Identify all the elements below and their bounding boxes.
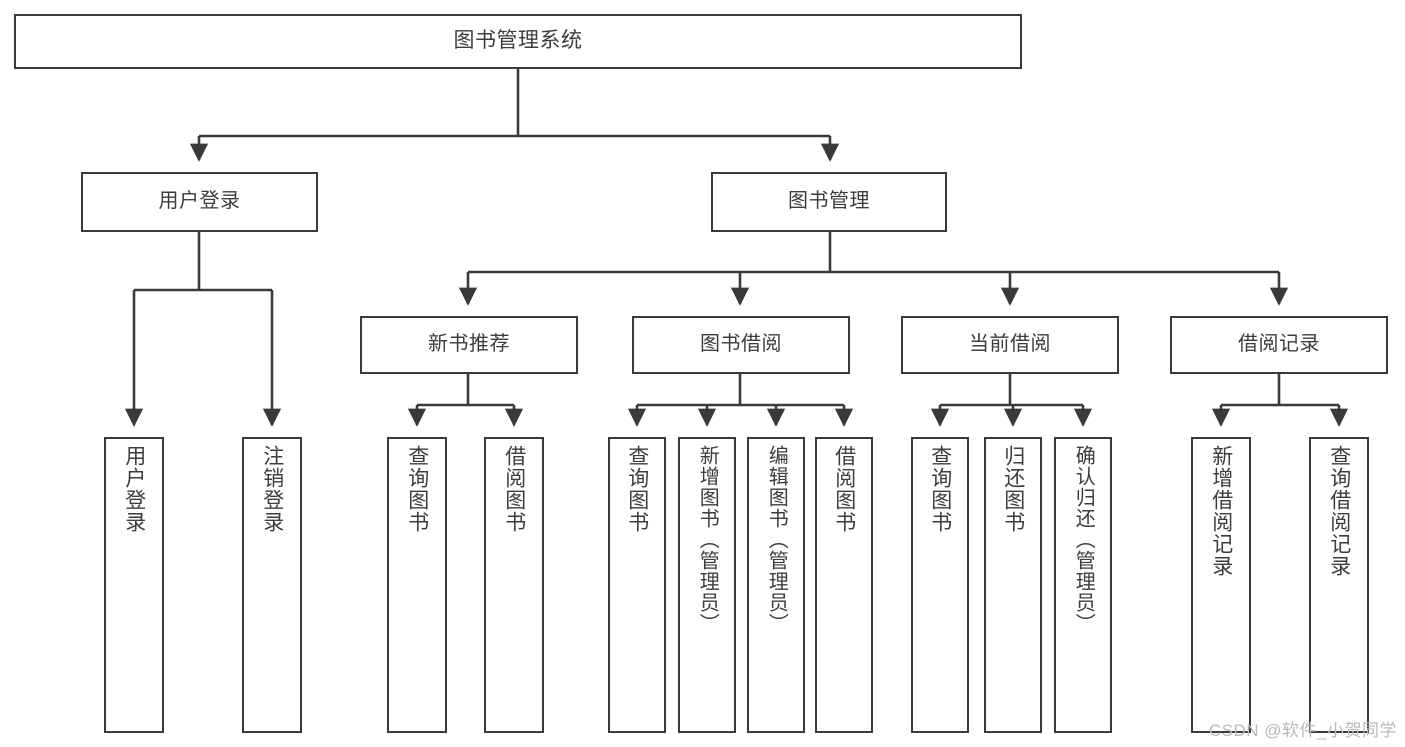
node-leaf-logout-label: 注销登录 [260, 445, 284, 533]
node-leaf-confirm-return-admin[interactable]: 确认归还（管理员） [1054, 437, 1112, 733]
watermark: CSDN @软件_小贺同学 [1208, 721, 1397, 740]
node-leaf-add-borrow-record[interactable]: 新增借阅记录 [1191, 437, 1251, 733]
node-leaf-query-book-current[interactable]: 查询图书 [911, 437, 969, 733]
node-leaf-return-book-label: 归还图书 [1001, 445, 1025, 533]
node-leaf-query-borrow-record-label: 查询借阅记录 [1327, 445, 1351, 577]
node-new-book-recommend-label: 新书推荐 [428, 333, 510, 356]
node-leaf-query-book-borrow-label: 查询图书 [625, 445, 649, 533]
node-book-borrow-label: 图书借阅 [700, 333, 782, 356]
node-leaf-add-book-admin-label: 新增图书（管理员） [696, 445, 719, 634]
node-current-borrow[interactable]: 当前借阅 [901, 316, 1119, 374]
node-leaf-borrow-book-rec[interactable]: 借阅图书 [484, 437, 544, 733]
node-leaf-query-book-rec[interactable]: 查询图书 [387, 437, 447, 733]
node-leaf-query-book-borrow[interactable]: 查询图书 [608, 437, 666, 733]
node-leaf-add-borrow-record-label: 新增借阅记录 [1209, 445, 1233, 577]
node-user-login[interactable]: 用户登录 [81, 172, 318, 232]
node-root-label: 图书管理系统 [453, 29, 583, 53]
node-user-login-label: 用户登录 [158, 190, 241, 213]
node-leaf-user-login[interactable]: 用户登录 [104, 437, 164, 733]
node-leaf-add-book-admin[interactable]: 新增图书（管理员） [678, 437, 736, 733]
node-book-manage[interactable]: 图书管理 [711, 172, 947, 232]
node-leaf-borrow-book[interactable]: 借阅图书 [815, 437, 873, 733]
node-borrow-record[interactable]: 借阅记录 [1170, 316, 1388, 374]
node-leaf-query-borrow-record[interactable]: 查询借阅记录 [1309, 437, 1369, 733]
node-leaf-return-book[interactable]: 归还图书 [984, 437, 1042, 733]
node-borrow-record-label: 借阅记录 [1238, 333, 1320, 356]
node-root[interactable]: 图书管理系统 [14, 14, 1022, 69]
node-new-book-recommend[interactable]: 新书推荐 [360, 316, 578, 374]
node-leaf-borrow-book-label: 借阅图书 [832, 445, 856, 533]
node-book-borrow[interactable]: 图书借阅 [632, 316, 850, 374]
node-leaf-confirm-return-admin-label: 确认归还（管理员） [1072, 445, 1095, 634]
node-leaf-edit-book-admin[interactable]: 编辑图书（管理员） [747, 437, 805, 733]
node-leaf-query-book-rec-label: 查询图书 [405, 445, 429, 533]
node-leaf-user-login-label: 用户登录 [122, 445, 146, 533]
node-current-borrow-label: 当前借阅 [969, 333, 1051, 356]
node-leaf-edit-book-admin-label: 编辑图书（管理员） [765, 445, 788, 634]
node-leaf-query-book-current-label: 查询图书 [928, 445, 952, 533]
node-book-manage-label: 图书管理 [788, 190, 870, 213]
node-leaf-borrow-book-rec-label: 借阅图书 [502, 445, 526, 533]
node-leaf-logout[interactable]: 注销登录 [242, 437, 302, 733]
